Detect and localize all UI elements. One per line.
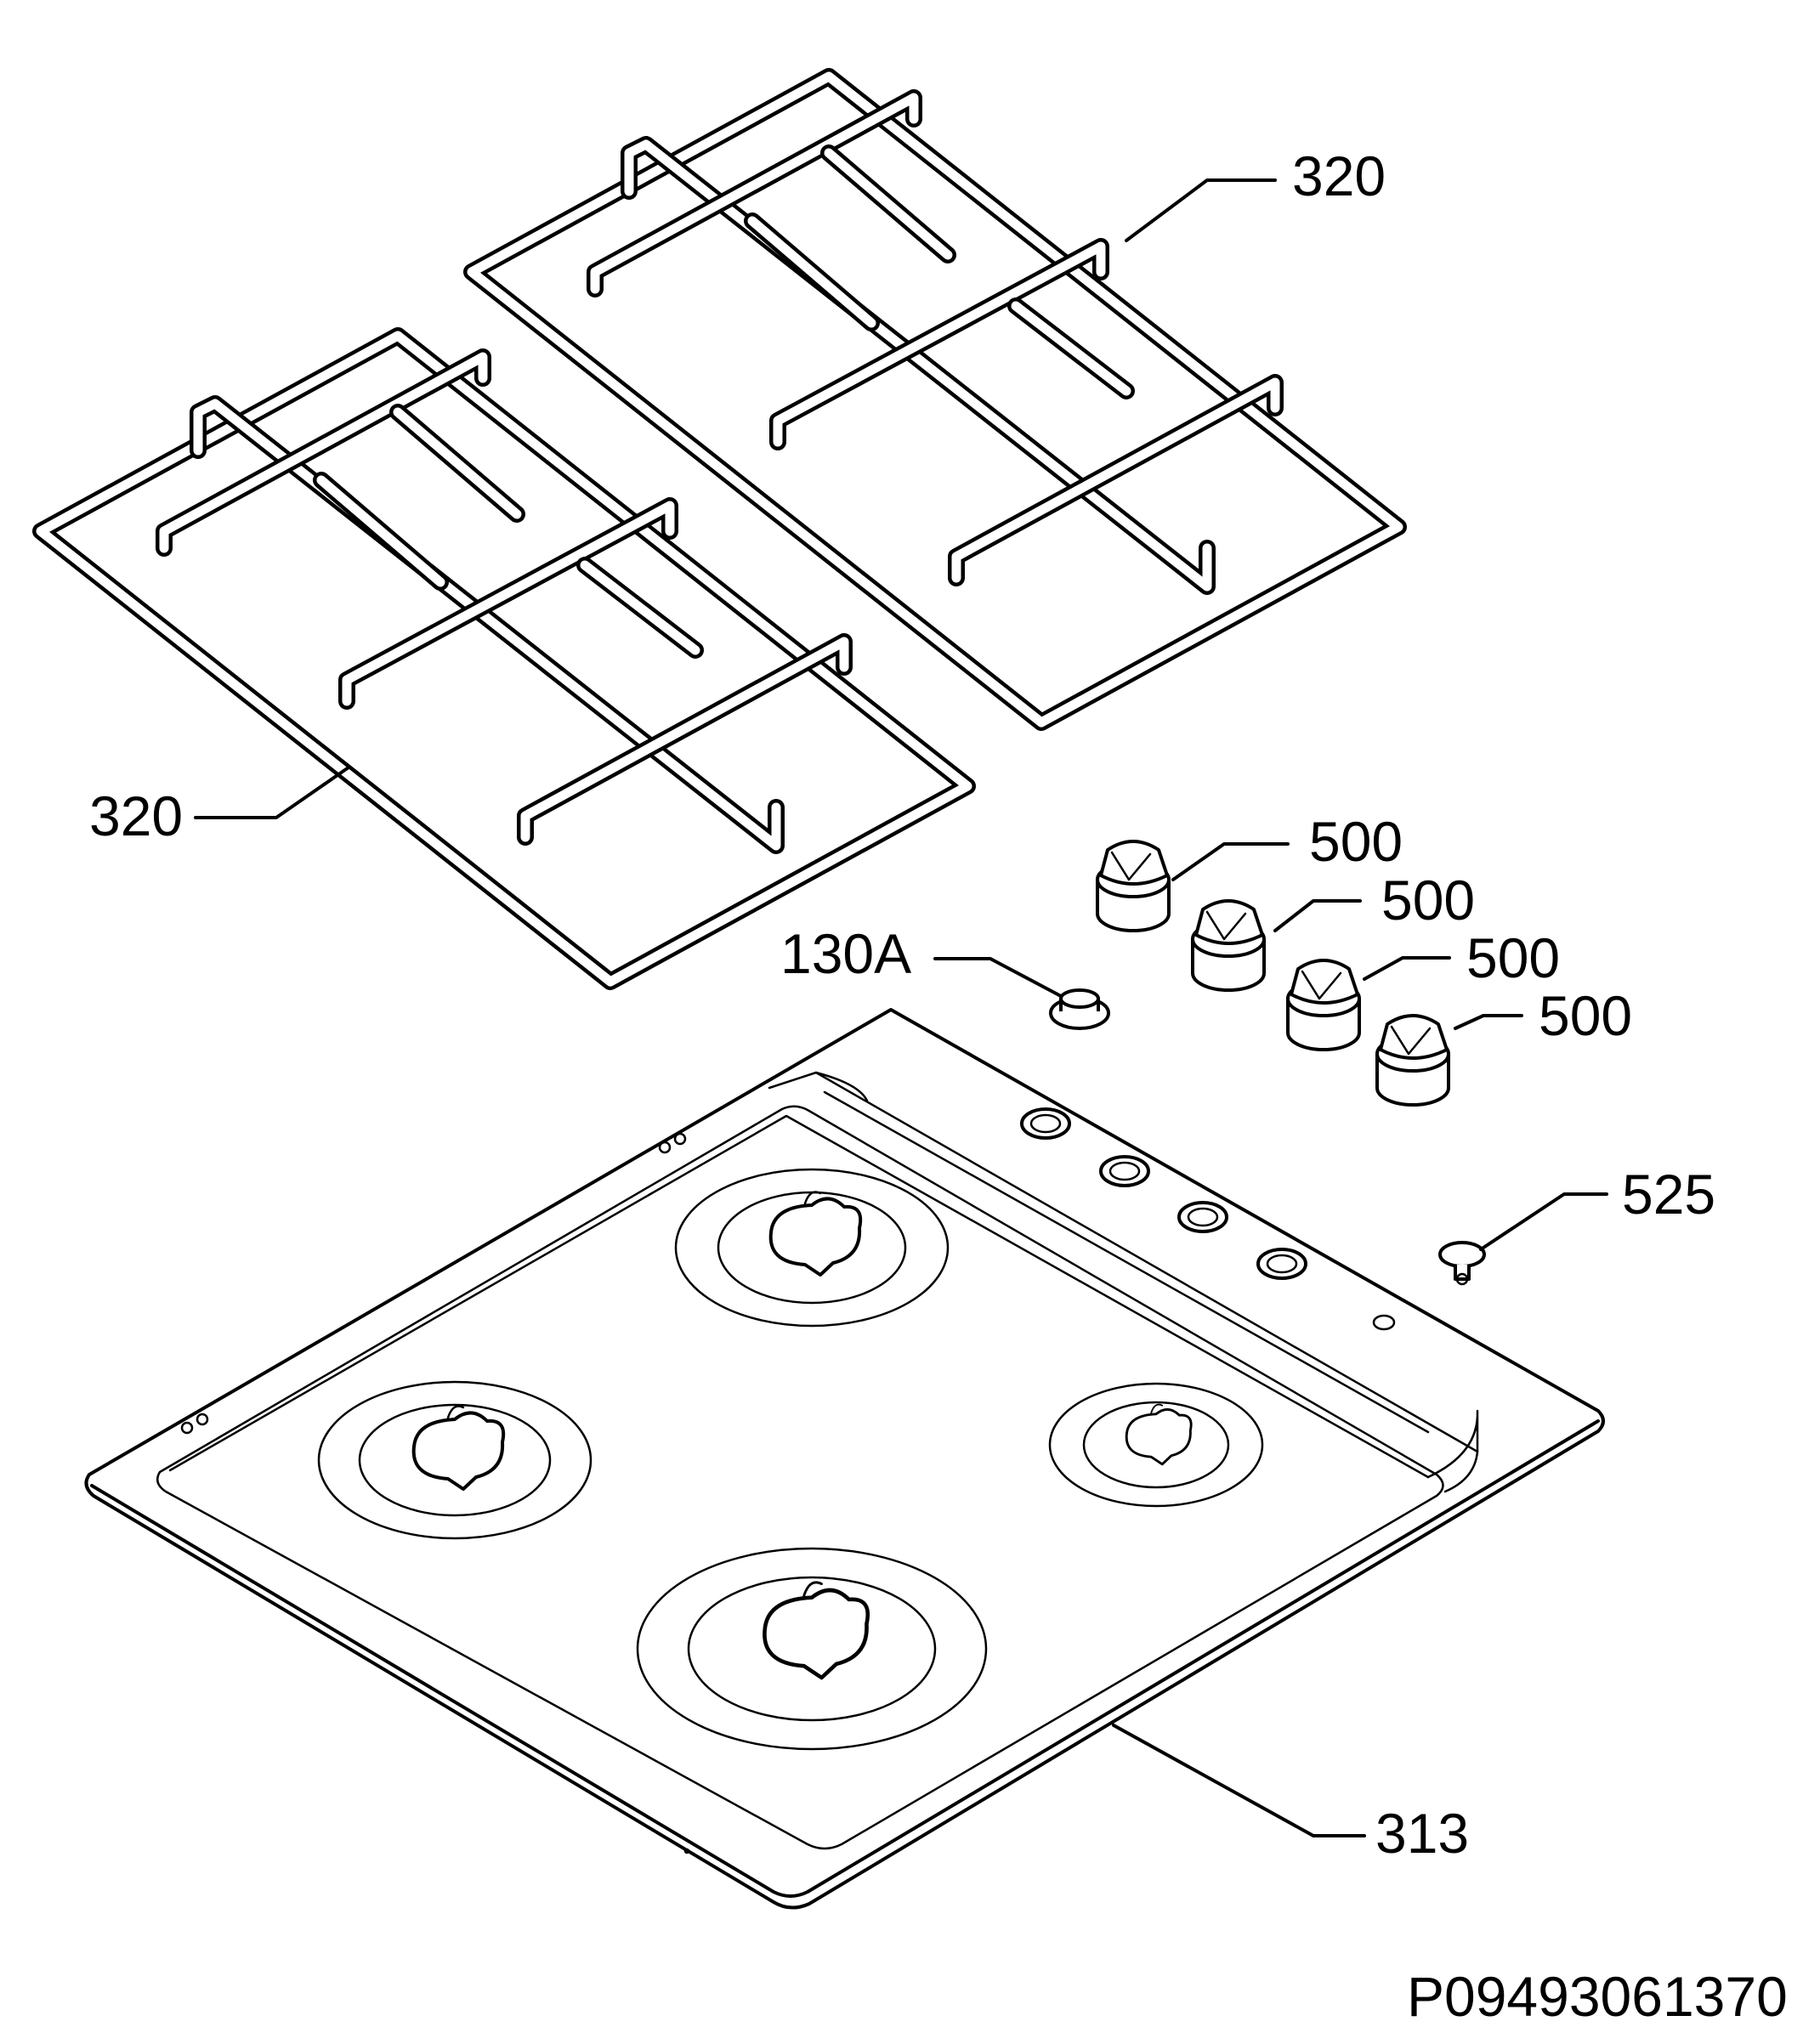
callout-500-4: 500 [1539, 984, 1632, 1047]
callout-320-left: 320 [89, 784, 183, 847]
blanking-plug [1438, 1241, 1486, 1286]
callout-500-1: 500 [1309, 810, 1403, 873]
hob-top-plate [84, 1008, 1605, 1910]
callout-313: 313 [1375, 1802, 1469, 1865]
ignition-button [1049, 988, 1110, 1030]
control-knob-3 [1286, 959, 1361, 1051]
pan-support-grate-top [472, 76, 1398, 722]
pan-support-grate-left [41, 336, 967, 982]
callout-320-top: 320 [1292, 144, 1386, 207]
callout-130a: 130A [780, 922, 911, 985]
control-knob-2 [1191, 899, 1266, 992]
drawing-code: P09493061370 [1407, 1965, 1788, 2028]
callout-500-2: 500 [1381, 869, 1475, 931]
control-knob-1 [1096, 840, 1171, 932]
callout-525: 525 [1622, 1163, 1715, 1226]
control-knob-4 [1375, 1014, 1450, 1107]
callout-500-3: 500 [1466, 926, 1560, 989]
leader-lines [194, 178, 1608, 1837]
